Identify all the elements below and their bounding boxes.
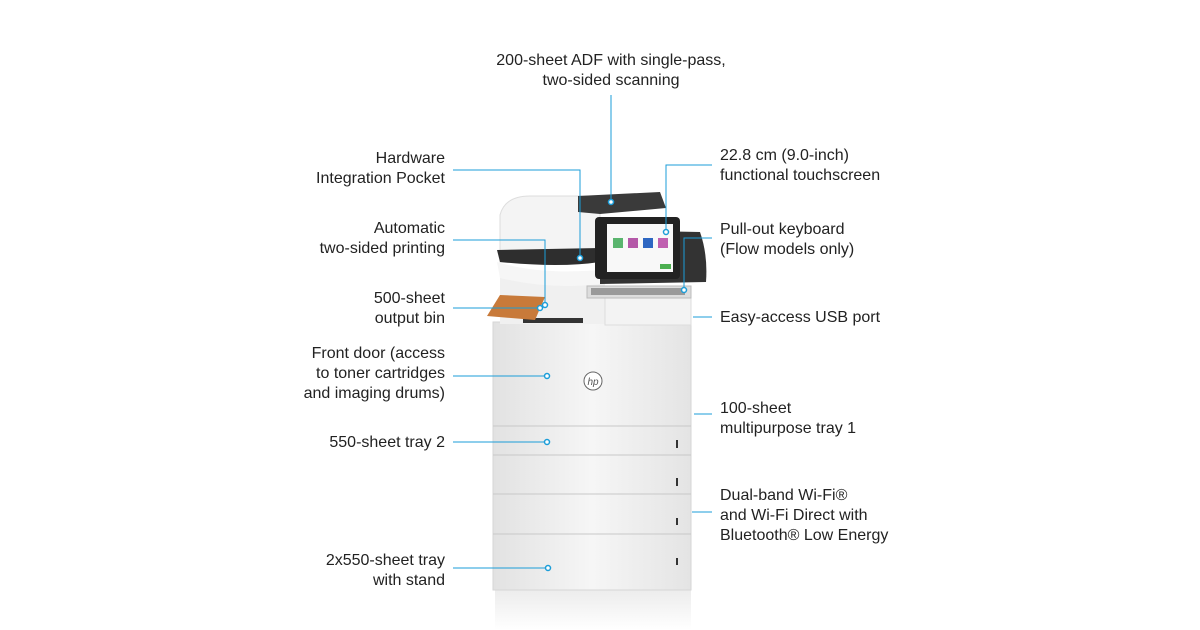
callout-text: and imaging drums) <box>303 385 445 402</box>
hp-logo <box>583 371 603 391</box>
callout-text: with stand <box>372 572 445 589</box>
callout-duplex: Automatic two-sided printing <box>320 219 445 259</box>
callout-text: Bluetooth® Low Energy <box>720 527 889 544</box>
callout-text: multipurpose tray 1 <box>720 420 857 437</box>
callout-lines <box>453 95 712 569</box>
callout-tray2: 550-sheet tray 2 <box>329 433 445 453</box>
callout-text: output bin <box>374 310 445 327</box>
callout-text: to toner cartridges <box>316 365 445 382</box>
callout-text: Pull-out keyboard <box>720 221 845 238</box>
callout-text: functional touchscreen <box>720 167 881 184</box>
callout-text: 100-sheet <box>720 400 792 417</box>
callout-stand: 2x550-sheet tray with stand <box>326 551 445 591</box>
callout-text: Hardware <box>375 150 445 167</box>
app-tile <box>628 238 638 248</box>
app-tile <box>643 238 653 248</box>
callout-text: 550-sheet tray 2 <box>329 434 445 451</box>
app-tile <box>613 238 623 248</box>
callout-text: Easy-access USB port <box>720 309 881 326</box>
callout-output-bin: 500-sheet output bin <box>374 289 445 329</box>
callout-adf: 200-sheet ADF with single-pass, two-sided… <box>460 51 762 91</box>
callout-text: Front door (access <box>311 345 445 362</box>
callout-text: 2x550-sheet tray <box>325 552 445 569</box>
floor-reflection <box>495 590 691 630</box>
callout-text: (Flow models only) <box>720 241 855 258</box>
svg-text:hp: hp <box>587 377 599 388</box>
callout-text: and Wi-Fi Direct with <box>720 507 868 524</box>
callout-text: 200-sheet ADF with single-pass, <box>496 52 726 69</box>
tray-indicator <box>676 558 678 565</box>
callout-dots <box>536 198 688 572</box>
tray-indicator <box>676 478 678 486</box>
tray-indicator <box>676 440 678 448</box>
callout-text: Dual-band Wi-Fi® <box>720 487 848 504</box>
callout-text: Automatic <box>373 220 445 237</box>
callout-keyboard: Pull-out keyboard (Flow models only) <box>720 220 854 260</box>
callout-text: 500-sheet <box>373 290 445 307</box>
callout-tray1: 100-sheet multipurpose tray 1 <box>720 399 856 439</box>
callout-touchscreen: 22.8 cm (9.0-inch) functional touchscreen <box>720 146 880 186</box>
callout-text: 22.8 cm (9.0-inch) <box>720 147 849 164</box>
callout-front-door: Front door (access to toner cartridges and… <box>304 344 445 404</box>
app-tile <box>658 238 668 248</box>
adf-tray <box>578 192 666 214</box>
scanner-band <box>497 248 600 265</box>
tray-indicator <box>676 518 678 525</box>
printer-body <box>492 321 692 591</box>
callout-usb: Easy-access USB port <box>720 308 880 328</box>
callout-text: two-sided scanning <box>542 72 680 89</box>
callout-text: Integration Pocket <box>316 170 445 187</box>
callout-text: two-sided printing <box>319 240 445 257</box>
